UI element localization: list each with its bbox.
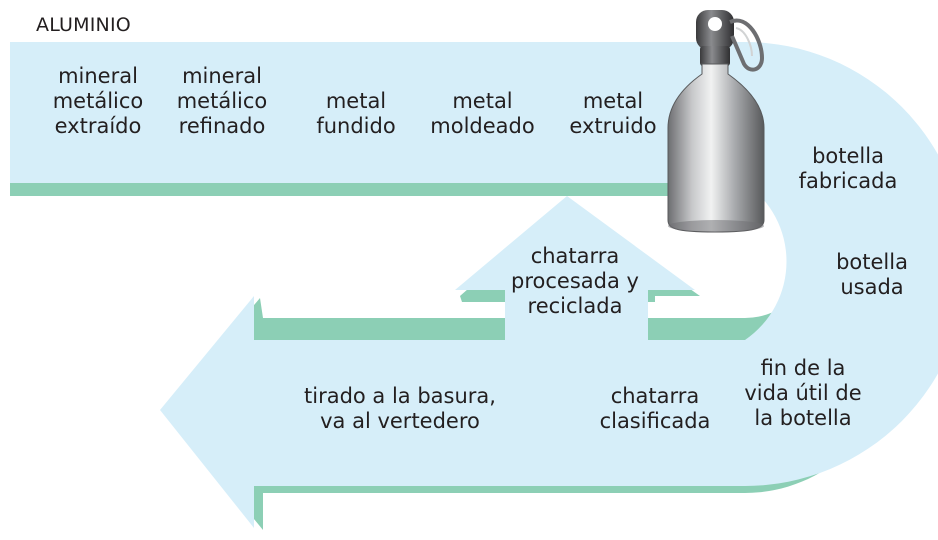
stage-scrap-sorted: chatarra clasificada	[599, 384, 711, 433]
diagram-title: ALUMINIO	[36, 14, 131, 36]
aluminum-bottle-icon	[667, 10, 765, 233]
stage-end-of-life: fin de la vida útil de la botella	[744, 356, 862, 430]
stage-extruded-metal: metal extruido	[569, 89, 657, 138]
stage-extracted-ore: mineral metálico extraído	[52, 64, 144, 138]
stage-bottle-made: botella fabricada	[798, 144, 898, 193]
stage-bottle-used: botella usada	[836, 250, 908, 299]
stage-molten-metal: metal fundido	[316, 89, 396, 138]
stage-recycled: chatarra procesada y reciclada	[511, 244, 639, 318]
stage-landfill: tirado a la basura, va al vertedero	[304, 384, 496, 433]
stage-molded-metal: metal moldeado	[430, 89, 535, 138]
stage-refined-ore: mineral metálico refinado	[176, 64, 268, 138]
recycle-arrow	[455, 196, 695, 345]
